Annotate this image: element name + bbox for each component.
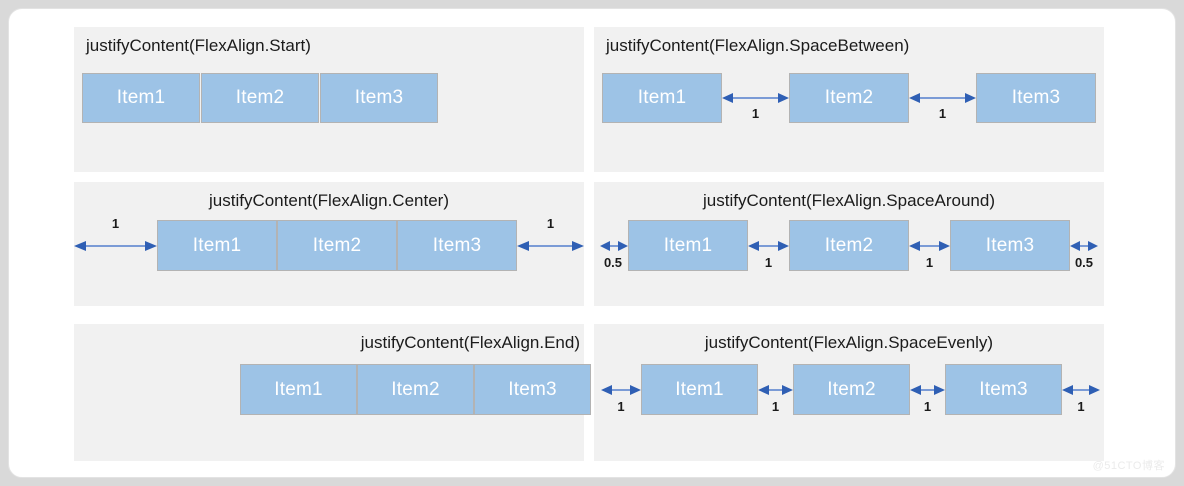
item-box-2: Item2 — [201, 73, 319, 123]
item-box-2: Item2 — [277, 220, 397, 271]
item-box-1: Item1 — [602, 73, 722, 123]
item-box-3: Item3 — [945, 364, 1062, 415]
gap-label-3: 1 — [923, 399, 932, 414]
panel-flexalign-spaceevenly: justifyContent(FlexAlign.SpaceEvenly) It… — [594, 324, 1104, 461]
panel-title-spacebetween: justifyContent(FlexAlign.SpaceBetween) — [606, 36, 910, 55]
gap-arrow-1 — [601, 384, 641, 396]
gap-arrow-2 — [909, 240, 950, 252]
panel-flexalign-end: justifyContent(FlexAlign.End) Item1 Item… — [74, 324, 591, 461]
item-box-1: Item1 — [82, 73, 200, 123]
item-box-3: Item3 — [950, 220, 1070, 271]
item-box-1: Item1 — [157, 220, 277, 271]
gap-arrow-3 — [910, 384, 945, 396]
gap-label-2: 1 — [771, 399, 780, 414]
gap-label-1: 1 — [751, 106, 760, 121]
gap-label-4: 1 — [1077, 399, 1085, 414]
gap-arrow-1 — [748, 240, 789, 252]
item-box-3: Item3 — [976, 73, 1096, 123]
panel-flexalign-start: justifyContent(FlexAlign.Start) Item1 It… — [74, 27, 584, 172]
gap-arrow-4 — [1062, 384, 1100, 396]
panel-title-spaceevenly: justifyContent(FlexAlign.SpaceEvenly) — [704, 333, 994, 352]
gap-arrow-right — [517, 240, 584, 252]
panel-flexalign-spacebetween: justifyContent(FlexAlign.SpaceBetween) I… — [594, 27, 1104, 172]
diagram-card: justifyContent(FlexAlign.Start) Item1 It… — [8, 8, 1176, 478]
gap-arrow-2 — [758, 384, 793, 396]
item-box-3: Item3 — [320, 73, 438, 123]
item-box-2: Item2 — [793, 364, 910, 415]
panel-flexalign-spacearound: justifyContent(FlexAlign.SpaceAround) It… — [594, 182, 1104, 306]
gap-arrow-outer-right — [1070, 240, 1098, 252]
gap-arrow-1 — [722, 92, 789, 104]
panel-title-center: justifyContent(FlexAlign.Center) — [209, 191, 449, 210]
gap-label-1: 1 — [617, 399, 625, 414]
item-box-2: Item2 — [789, 220, 909, 271]
item-box-1: Item1 — [628, 220, 748, 271]
gap-label-2: 1 — [925, 255, 934, 270]
item-box-1: Item1 — [240, 364, 357, 415]
item-box-2: Item2 — [789, 73, 909, 123]
item-box-3: Item3 — [474, 364, 591, 415]
panel-title-end: justifyContent(FlexAlign.End) — [360, 333, 580, 352]
panel-flexalign-center: justifyContent(FlexAlign.Center) Item1 I… — [74, 182, 584, 306]
panel-title-start: justifyContent(FlexAlign.Start) — [86, 36, 311, 55]
item-box-1: Item1 — [641, 364, 758, 415]
gap-label-left: 1 — [111, 216, 120, 231]
gap-label-outer-left: 0.5 — [603, 255, 623, 270]
gap-arrow-left — [74, 240, 157, 252]
gap-label-outer-right: 0.5 — [1074, 255, 1094, 270]
item-box-2: Item2 — [357, 364, 474, 415]
item-box-3: Item3 — [397, 220, 517, 271]
gap-arrow-outer-left — [600, 240, 628, 252]
gap-arrow-2 — [909, 92, 976, 104]
panel-title-spacearound: justifyContent(FlexAlign.SpaceAround) — [703, 191, 995, 210]
gap-label-right: 1 — [546, 216, 555, 231]
watermark-label: @51CTO博客 — [1092, 460, 1165, 472]
gap-label-2: 1 — [938, 106, 947, 121]
gap-label-1: 1 — [764, 255, 773, 270]
